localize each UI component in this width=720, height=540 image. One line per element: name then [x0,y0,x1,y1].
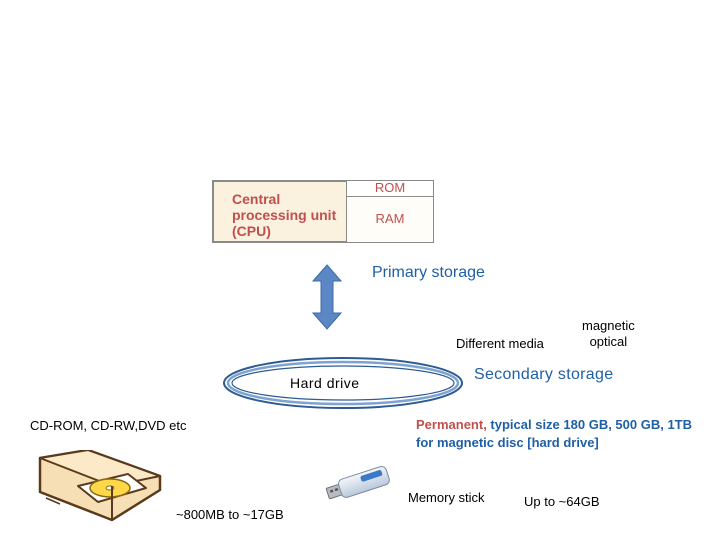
permanent-word: Permanent, [416,417,487,432]
optical-label: optical [589,334,628,349]
cd-drive-icon [38,450,162,522]
cd-types-label: CD-ROM, CD-RW,DVD etc [30,418,187,433]
secondary-storage-label: Secondary storage [474,366,614,383]
rom-box: ROM [346,180,434,197]
memory-stick-label: Memory stick [408,490,485,505]
media-types-label: magnetic optical [582,318,635,350]
hard-disk-ring-icon [223,357,463,409]
different-media-label: Different media [456,336,544,351]
stick-capacity-label: Up to ~64GB [524,494,600,509]
double-vertical-arrow-icon [312,264,342,330]
cd-capacity-label: ~800MB to ~17GB [176,507,284,522]
permanent-detail: typical size 180 GB, 500 GB, 1TB for mag… [416,417,693,450]
usb-stick-icon [325,465,390,500]
hard-drive-label: Hard drive [290,375,360,391]
magnetic-label: magnetic [582,318,635,333]
permanent-storage-note: Permanent, typical size 180 GB, 500 GB, … [416,416,706,452]
ram-box: RAM [346,196,434,243]
cpu-label: Central processing unit (CPU) [232,191,337,239]
primary-storage-label: Primary storage [372,264,485,281]
